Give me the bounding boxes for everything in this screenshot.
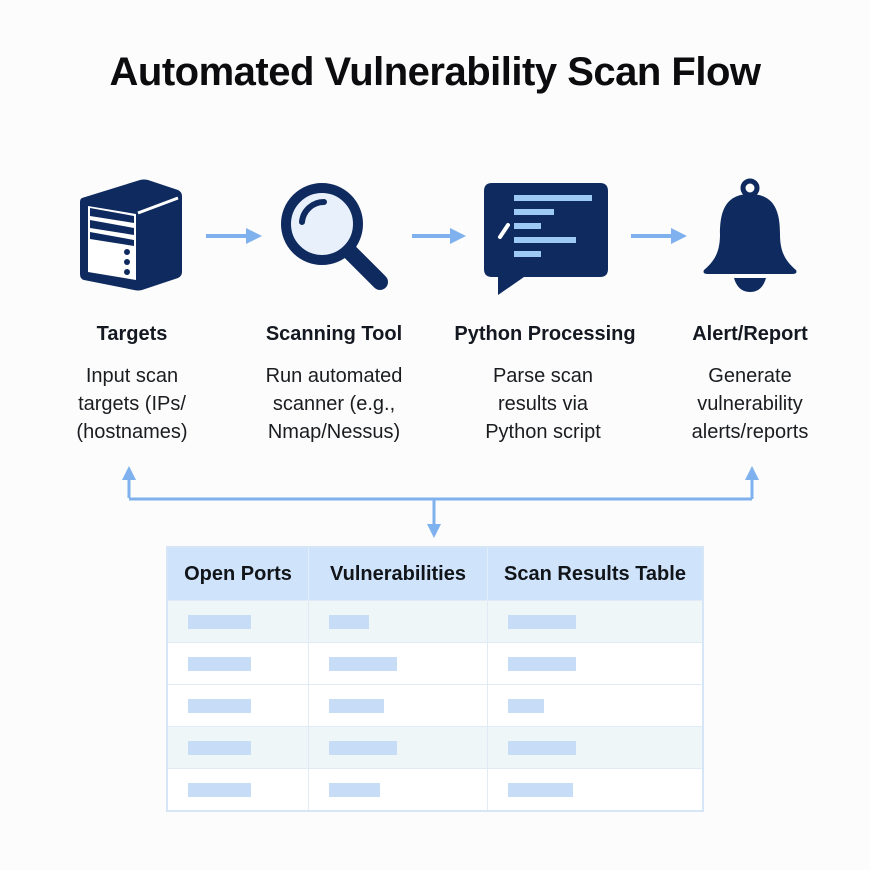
bell-icon: [703, 178, 797, 292]
table-cell: [308, 642, 488, 685]
placeholder-bar: [508, 698, 544, 713]
column-header-vulnerabilities: Vulnerabilities: [308, 547, 488, 601]
desc-line: results via: [497, 393, 589, 415]
desc-line: Input scan: [85, 365, 179, 387]
desc-line: vulnerability: [697, 393, 803, 415]
column-header-scan-results: Scan Results Table: [487, 547, 704, 601]
step-desc-alert-report: Generate vulnerability alerts/reports: [645, 362, 855, 446]
scan-results-table: Open Ports Vulnerabilities Scan Results …: [166, 546, 704, 812]
flow-arrow-2: [412, 228, 466, 244]
placeholder-bar: [329, 698, 384, 713]
connector-line: [127, 478, 754, 526]
arrowhead-up-targets: [122, 466, 136, 480]
flow-arrow-1: [206, 228, 262, 244]
table-cell: [308, 684, 488, 727]
table-cell: [487, 684, 704, 727]
table-cell: [166, 726, 309, 769]
table-row: [166, 684, 704, 727]
table-header-row: Open Ports Vulnerabilities Scan Results …: [167, 547, 704, 601]
table-cell: [166, 684, 309, 727]
code-chat-icon: [484, 183, 608, 295]
desc-line: Python script: [485, 421, 601, 443]
placeholder-bar: [188, 656, 251, 671]
flow-arrow-3: [631, 228, 687, 244]
table-cell: [487, 642, 704, 685]
placeholder-bar: [329, 656, 397, 671]
placeholder-bar: [508, 782, 573, 797]
step-desc-python-processing: Parse scan results via Python script: [438, 362, 648, 446]
table-cell: [308, 726, 488, 769]
step-title-targets: Targets: [96, 323, 168, 345]
table-cell: [166, 642, 309, 685]
desc-line: (hostnames): [76, 421, 188, 443]
placeholder-bar: [188, 740, 251, 755]
table-cell: [487, 726, 704, 769]
desc-line: Generate: [708, 365, 792, 387]
placeholder-bar: [188, 614, 251, 629]
placeholder-bar: [508, 656, 576, 671]
step-title-python-processing: Python Processing: [454, 323, 636, 345]
table-cell: [166, 600, 309, 643]
desc-line: targets (IPs/: [78, 393, 186, 415]
desc-line: scanner (e.g.,: [272, 393, 396, 415]
table-cell: [308, 768, 488, 812]
step-title-alert-report: Alert/Report: [692, 323, 808, 345]
placeholder-bar: [329, 614, 369, 629]
table-cell: [308, 600, 488, 643]
placeholder-bar: [188, 698, 251, 713]
table-cell: [487, 768, 704, 812]
desc-line: Parse scan: [492, 365, 594, 387]
placeholder-bar: [508, 614, 576, 629]
arrowhead-up-alert: [745, 466, 759, 480]
server-icon: [80, 179, 182, 291]
table-row: [166, 642, 704, 685]
arrowhead-down-table: [427, 524, 441, 538]
table-row: [166, 600, 704, 643]
table-row: [166, 726, 704, 769]
table-row: [166, 768, 704, 812]
desc-line: Run automated: [265, 365, 403, 387]
desc-line: alerts/reports: [691, 421, 809, 443]
placeholder-bar: [329, 740, 397, 755]
step-desc-scanning-tool: Run automated scanner (e.g., Nmap/Nessus…: [229, 362, 439, 446]
placeholder-bar: [188, 782, 251, 797]
step-title-scanning-tool: Scanning Tool: [265, 323, 403, 345]
step-desc-targets: Input scan targets (IPs/ (hostnames): [27, 362, 237, 446]
placeholder-bar: [508, 740, 576, 755]
magnifying-glass-icon: [281, 183, 388, 290]
desc-line: Nmap/Nessus): [267, 421, 401, 443]
table-cell: [487, 600, 704, 643]
table-cell: [166, 768, 309, 812]
column-header-open-ports: Open Ports: [167, 547, 309, 601]
diagram-title: Automated Vulnerability Scan Flow: [109, 50, 762, 94]
placeholder-bar: [329, 782, 380, 797]
